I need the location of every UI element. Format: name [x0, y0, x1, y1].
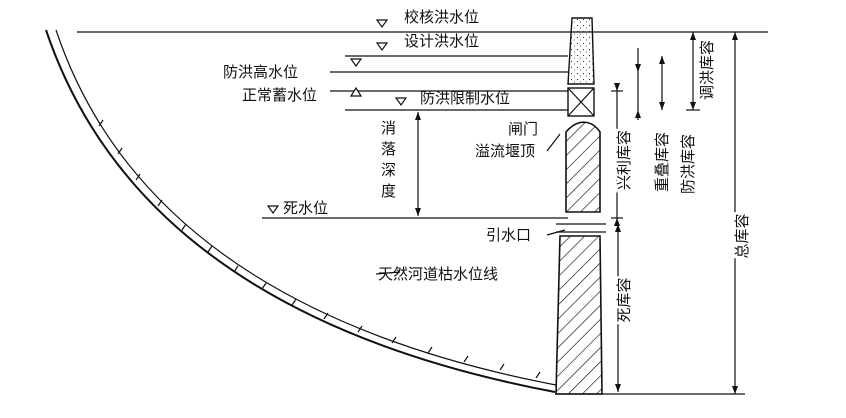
- overlapping-capacity-label: 重叠库容: [653, 132, 671, 192]
- dam-lower-body: [555, 235, 603, 395]
- flood-control-capacity-label: 防洪库容: [679, 134, 697, 194]
- dam-crest: [567, 17, 595, 85]
- natural-river-label: 天然河道枯水位线: [378, 265, 498, 283]
- design-flood-label: 设计洪水位: [404, 32, 479, 50]
- beneficial-capacity-label: 兴利库容: [615, 130, 633, 190]
- spillway-body: [565, 121, 601, 213]
- check-flood-label: 校核洪水位: [404, 8, 479, 26]
- terrain-bank: [45, 29, 557, 393]
- dead-level-label: 死水位: [283, 199, 328, 217]
- dimension-lines: [611, 32, 738, 394]
- flood-limit-label: 防洪限制水位: [420, 89, 510, 107]
- normal-storage-marker: [349, 86, 363, 97]
- flood-high-label: 防洪高水位: [223, 63, 298, 81]
- intake-label: 引水口: [486, 226, 531, 244]
- leader-lines: [375, 133, 566, 275]
- flood-limit-marker: [394, 97, 408, 107]
- spillway-crest-label: 溢流堰顶: [475, 142, 535, 160]
- total-capacity-label: 总库容: [733, 213, 751, 258]
- gate-label: 闸门: [508, 120, 538, 138]
- dead-level-marker: [266, 205, 280, 215]
- water-level-lines: [77, 31, 768, 219]
- dam: [555, 17, 606, 395]
- dead-capacity-label: 死库容: [615, 277, 633, 322]
- level-markers: [266, 19, 408, 215]
- terrain-hatch-marks: [98, 119, 541, 379]
- check-flood-marker: [375, 19, 389, 29]
- gate-box: [567, 87, 595, 117]
- normal-storage-label: 正常蓄水位: [242, 86, 317, 104]
- drawdown-depth-arrow: [415, 112, 421, 216]
- flood-high-marker: [349, 58, 363, 68]
- drawdown-depth-label: 消落深度: [379, 120, 397, 204]
- design-flood-marker: [375, 42, 389, 52]
- flood-regulating-capacity-label: 调洪库容: [698, 40, 716, 100]
